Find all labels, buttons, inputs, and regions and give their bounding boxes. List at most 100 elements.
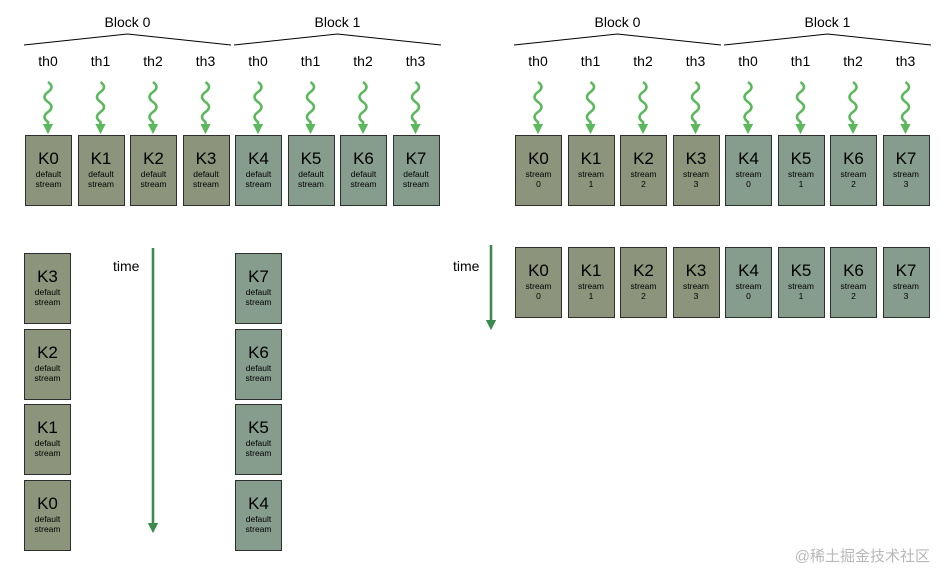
kernel-stream-line1: default [298, 169, 324, 179]
left-block1-th2-arrow [357, 80, 369, 135]
kernel-name: K0 [37, 493, 58, 513]
kernel-name: K5 [248, 418, 269, 437]
kernel-stream-line2: 0 [536, 291, 541, 301]
kernel-name: K1 [580, 261, 602, 280]
kernel-stream-line2: 1 [588, 179, 594, 189]
right-block0-th3-label: th3 [685, 53, 706, 69]
left-block1-th0-arrow [252, 80, 264, 135]
kernel-stream-line2: 2 [641, 291, 646, 301]
kernel-stream-line1: default [245, 287, 272, 297]
kernel-stream-line1: stream [840, 281, 867, 291]
right-block1-th1-label: th1 [790, 53, 811, 69]
left-block0-th3-label: th3 [195, 53, 216, 69]
right-block1-th2-arrow [847, 80, 859, 135]
kernel-name: K6 [843, 261, 864, 280]
kernel-name: K4 [738, 261, 759, 280]
kernel-stream-line2: 3 [693, 179, 699, 189]
kernel-stream-line1: default [245, 438, 272, 448]
kernel-stream-line2: 2 [641, 179, 646, 189]
kernel-stream-line2: stream [245, 372, 272, 383]
kernel-name: K2 [143, 149, 164, 168]
kernel-name: K6 [843, 149, 864, 168]
kernel-name: K0 [528, 261, 549, 280]
right-time-label: time [453, 258, 480, 274]
kernel-stream-line1: stream [630, 281, 657, 291]
right-block1-th2-label: th2 [843, 53, 863, 69]
kernel-name: K1 [90, 149, 112, 168]
left-block0-th3-arrow [200, 80, 211, 135]
kernel-stream-line1: default [140, 169, 167, 179]
kernel-stream-line1: stream [578, 281, 604, 291]
left-time-label: time [113, 258, 140, 274]
kernel-stream-line1: default [193, 169, 219, 179]
right-block1-th0-label: th0 [738, 53, 758, 69]
kernel-stream-line1: default [34, 287, 61, 297]
right-block0-label: Block 0 [594, 14, 641, 30]
kernel-stream-line2: stream [35, 179, 62, 189]
left-block0-brace [23, 33, 232, 46]
kernel-name: K0 [528, 149, 549, 168]
kernel-stream-line1: default [34, 362, 61, 373]
kernel-stream-line1: default [34, 438, 61, 448]
kernel-stream-line2: 1 [588, 291, 594, 301]
kernel-name: K2 [633, 149, 654, 168]
kernel-stream-line1: default [88, 169, 114, 179]
kernel-stream-line1: stream [683, 169, 709, 179]
kernel-stream-line2: 3 [903, 291, 909, 301]
right-block1-label: Block 1 [804, 14, 851, 30]
kernel-stream-line2: stream [245, 297, 272, 307]
right-block0-th3-arrow [690, 80, 701, 135]
kernel-stream-line1: stream [893, 169, 919, 179]
kernel-name: K1 [37, 418, 58, 437]
right-block0-th1-label: th1 [580, 53, 601, 69]
kernel-stream-line1: default [35, 169, 62, 179]
kernel-stream-line1: stream [735, 281, 762, 291]
left-block1-th1-arrow [305, 80, 316, 135]
kernel-name: K7 [895, 261, 917, 280]
kernel-name: K4 [248, 149, 269, 168]
right-block0-th1-arrow [585, 80, 596, 135]
kernel-stream-line2: stream [245, 448, 272, 458]
left-block1-th3-label: th3 [405, 53, 426, 69]
kernel-name: K2 [37, 342, 58, 362]
right-block1-th3-arrow [900, 80, 911, 135]
kernel-stream-line1: stream [630, 169, 657, 179]
kernel-name: K3 [37, 267, 58, 286]
left-block1-th2-label: th2 [353, 53, 373, 69]
left-block0-th0-arrow [42, 80, 54, 135]
left-block0-th1-arrow [95, 80, 106, 135]
kernel-stream-line2: stream [88, 179, 114, 189]
kernel-stream-line2: stream [350, 179, 377, 189]
kernel-name: K7 [405, 149, 427, 168]
left-block0-th2-label: th2 [143, 53, 163, 69]
right-block0-brace [513, 33, 722, 46]
kernel-name: K4 [248, 493, 269, 513]
kernel-name: K5 [790, 149, 812, 168]
kernel-name: K3 [685, 261, 707, 280]
kernel-stream-line1: default [245, 362, 272, 373]
kernel-stream-line1: default [245, 513, 272, 524]
kernel-stream-line1: default [245, 169, 272, 179]
kernel-stream-line1: stream [578, 169, 604, 179]
kernel-stream-line2: stream [140, 179, 167, 189]
left-block0-th1-label: th1 [90, 53, 111, 69]
watermark: @稀土掘金技术社区 [794, 548, 930, 565]
kernel-stream-line1: stream [788, 281, 814, 291]
kernel-stream-line2: 2 [851, 179, 856, 189]
